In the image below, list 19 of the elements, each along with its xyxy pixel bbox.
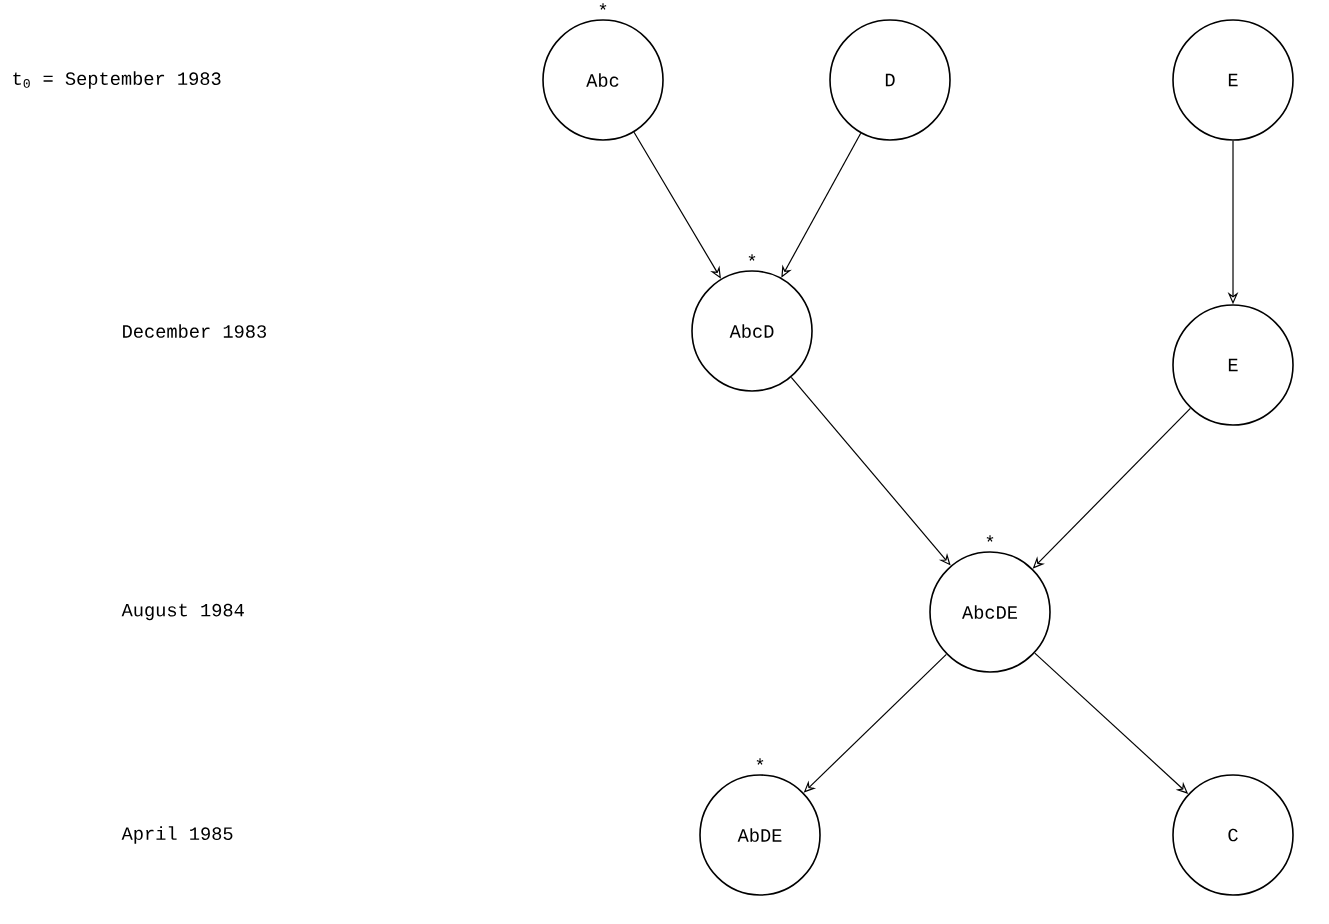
- star-mark: *: [756, 758, 764, 765]
- star-mark: *: [986, 535, 994, 542]
- circle-node: AbcD: [691, 270, 813, 392]
- date-label: April 1985: [121, 826, 233, 844]
- circle-node: E: [1172, 304, 1294, 426]
- star-mark: *: [748, 254, 756, 261]
- arrow: [633, 131, 721, 279]
- date-label: December 1983: [123, 324, 266, 338]
- star-mark: *: [599, 3, 607, 10]
- circle-node: AbcDE: [929, 551, 1051, 673]
- circle-node: Abc: [542, 19, 664, 141]
- date-label: t$_{0}$ = September 1983: [13, 71, 221, 89]
- circle-node: D: [829, 19, 951, 141]
- circle-node: AbDE: [699, 774, 821, 896]
- circle-node: E: [1172, 19, 1294, 141]
- arrow: [790, 376, 951, 566]
- circle-node: C: [1172, 774, 1294, 896]
- arrow: [781, 132, 862, 278]
- date-label: August 1984: [121, 603, 244, 621]
